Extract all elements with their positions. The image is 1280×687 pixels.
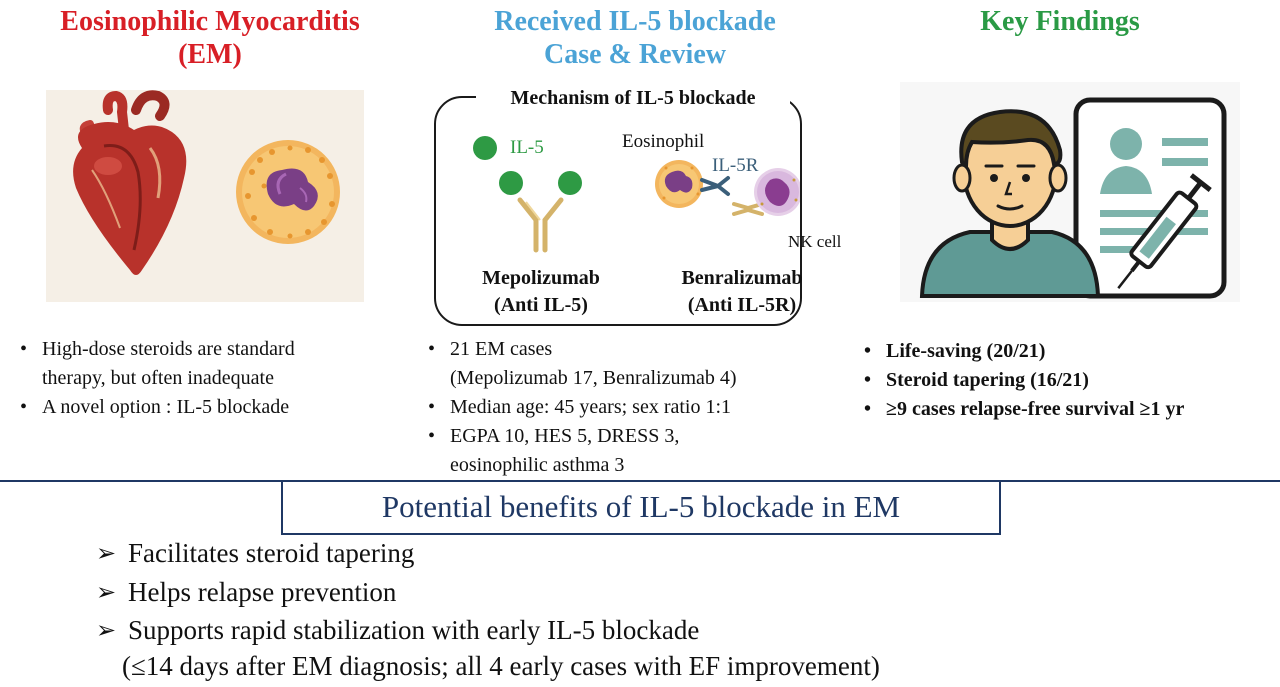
- benefit-item: Supports rapid stabilization with early …: [96, 611, 699, 650]
- middle-bullet-list: 21 EM cases (Mepolizumab 17, Benralizuma…: [420, 335, 850, 480]
- il5r-label: IL-5R: [712, 155, 759, 176]
- left-bullet-list: High-dose steroids are standard therapy,…: [12, 335, 412, 422]
- list-item: A novel option : IL-5 blockade: [12, 393, 412, 422]
- mepolizumab-target: (Anti IL-5): [494, 294, 588, 316]
- antibody-icon: [499, 171, 582, 253]
- eosinophil-label: Eosinophil: [622, 131, 705, 152]
- bullet-line: 21 EM cases: [450, 338, 553, 360]
- list-item: Steroid tapering (16/21): [856, 366, 1280, 395]
- heart-eosinophil-illustration: [46, 90, 364, 302]
- il5r-receptor-icon: [700, 176, 730, 196]
- bullet-line: High-dose steroids are standard: [42, 338, 295, 360]
- benefits-title-box: [281, 480, 1001, 535]
- benralizumab-target: (Anti IL-5R): [687, 294, 797, 316]
- mepolizumab-label: Mepolizumab (Anti IL-5): [456, 265, 626, 319]
- left-title: Eosinophilic Myocarditis (EM): [0, 5, 420, 71]
- benralizumab-antibody-icon: [732, 202, 764, 216]
- benefits-title: Potential benefits of IL-5 blockade in E…: [381, 489, 901, 524]
- patient-record-illustration: [900, 82, 1240, 302]
- nk-cell-icon: [754, 168, 800, 216]
- bullet-line: EGPA 10, HES 5, DRESS 3,: [450, 425, 680, 447]
- il5-legend-dot: [473, 136, 497, 160]
- bullet-line: eosinophilic asthma 3: [450, 454, 625, 476]
- benefit-item: Facilitates steroid tapering: [96, 534, 699, 573]
- left-title-line2: (EM): [178, 39, 242, 70]
- mechanism-diagram: [473, 136, 800, 253]
- benralizumab-label: Benralizumab (Anti IL-5R): [652, 265, 832, 319]
- mechanism-title: Mechanism of IL-5 blockade: [476, 86, 790, 110]
- middle-title-line2: Case & Review: [544, 39, 726, 70]
- bullet-line: A novel option : IL-5 blockade: [42, 396, 290, 418]
- list-item: ≥9 cases relapse-free survival ≥1 yr: [856, 395, 1280, 424]
- patient-avatar-icon: [919, 109, 1101, 298]
- bullet-line: therapy, but often inadequate: [42, 367, 274, 389]
- heart-illustration: [73, 90, 187, 275]
- nk-cell-label: NK cell: [788, 232, 842, 251]
- right-bullet-list: Life-saving (20/21) Steroid tapering (16…: [856, 337, 1280, 424]
- right-title: Key Findings: [980, 6, 1140, 37]
- mepolizumab-name: Mepolizumab: [482, 267, 600, 289]
- benefit-item: Helps relapse prevention: [96, 573, 699, 612]
- eosinophil-illustration: [236, 140, 340, 244]
- syringe-icon: [1117, 173, 1212, 289]
- il5-label: IL-5: [510, 137, 544, 158]
- benralizumab-name: Benralizumab: [681, 267, 803, 289]
- left-title-line1: Eosinophilic Myocarditis: [60, 6, 360, 37]
- middle-title-line1: Received IL-5 blockade: [494, 6, 776, 37]
- middle-title: Received IL-5 blockade Case & Review: [415, 5, 855, 71]
- bullet-line: Median age: 45 years; sex ratio 1:1: [450, 396, 732, 418]
- eosinophil-cell-icon: [655, 160, 703, 208]
- list-item: Median age: 45 years; sex ratio 1:1: [420, 393, 850, 422]
- list-item: 21 EM cases (Mepolizumab 17, Benralizuma…: [420, 335, 850, 393]
- benefits-note: (≤14 days after EM diagnosis; all 4 earl…: [122, 651, 880, 681]
- bullet-line: (Mepolizumab 17, Benralizumab 4): [450, 367, 737, 389]
- list-item: EGPA 10, HES 5, DRESS 3, eosinophilic as…: [420, 422, 850, 480]
- medical-record-icon: [1073, 97, 1227, 299]
- benefits-list: Facilitates steroid tapering Helps relap…: [96, 534, 699, 650]
- list-item: High-dose steroids are standard therapy,…: [12, 335, 412, 393]
- list-item: Life-saving (20/21): [856, 337, 1280, 366]
